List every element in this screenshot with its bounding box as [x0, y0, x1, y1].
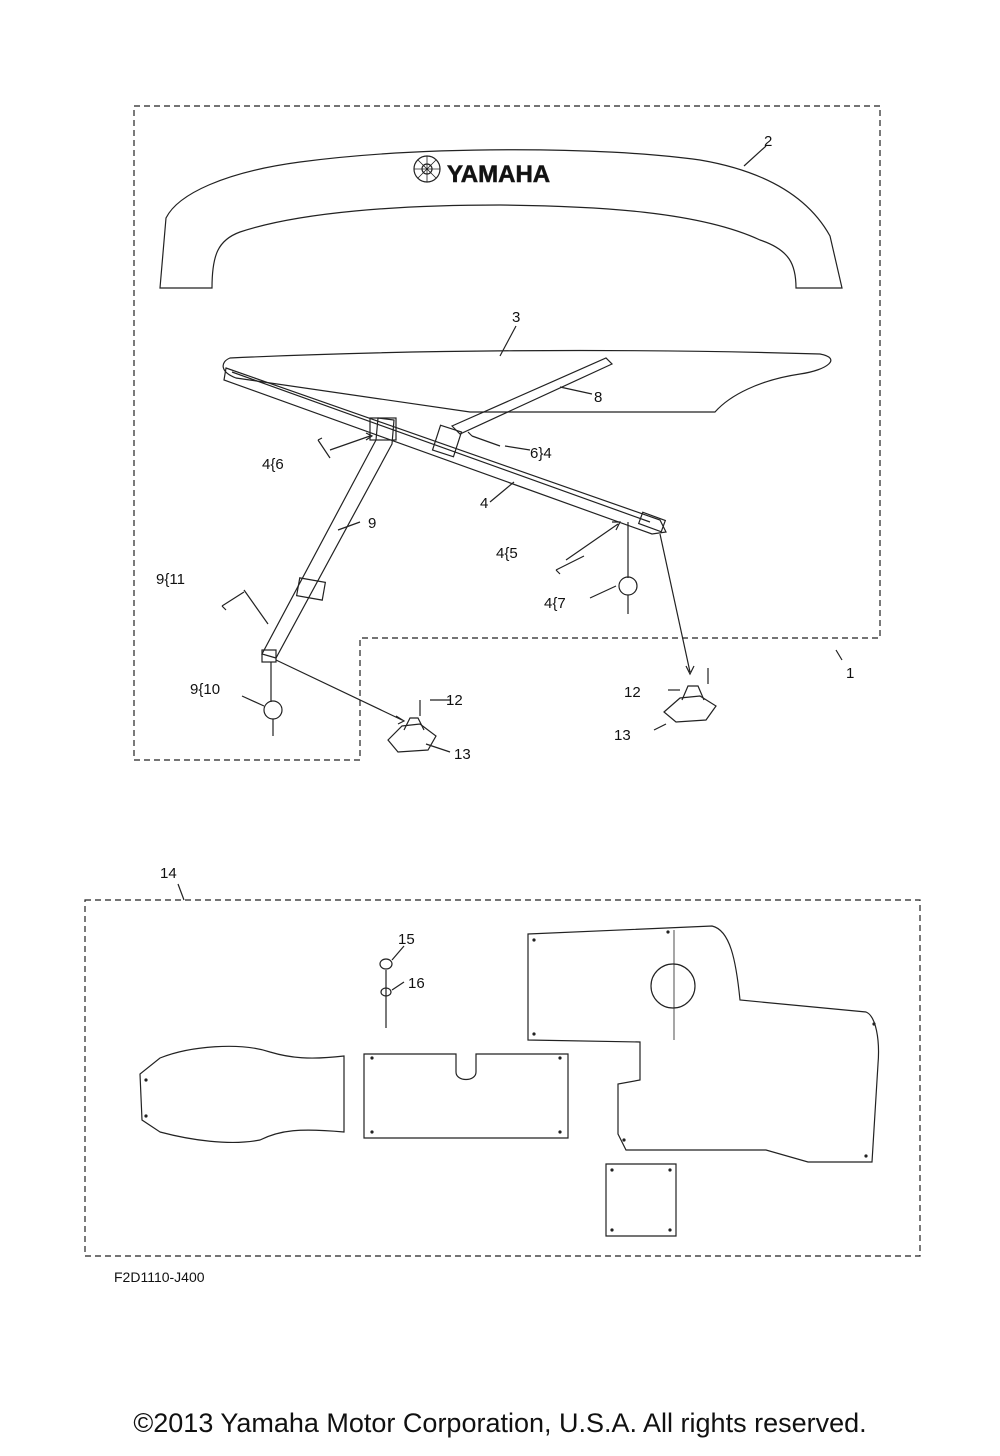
callout-4-7: 4{7 [544, 595, 566, 612]
cross-strut [450, 357, 614, 435]
assembly-14-boundary [84, 899, 921, 1257]
pin-6-4 [467, 431, 501, 447]
pin-9-11 [221, 591, 245, 611]
sun-top-cover [159, 149, 843, 289]
callout-labels: 2 3 8 4{6 6}4 4 9 4{5 9{11 4{7 1 9{10 12… [114, 133, 854, 1285]
callout-15: 15 [398, 931, 415, 948]
frame-tube [223, 367, 667, 535]
callout-16: 16 [408, 975, 425, 992]
callout-4: 4 [480, 495, 488, 512]
callout-4-5: 4{5 [496, 545, 518, 562]
canopy-fabric [222, 349, 832, 413]
callout-8: 8 [594, 389, 602, 406]
callout-2: 2 [764, 133, 772, 150]
callout-4-6: 4{6 [262, 456, 284, 473]
callout-12-right: 12 [624, 684, 641, 701]
callout-3: 3 [512, 309, 520, 326]
callout-13-right: 13 [614, 727, 631, 744]
assembly-1-boundary [133, 105, 881, 761]
mat-small [605, 1163, 677, 1237]
mat-fastener [379, 945, 405, 1028]
callout-1: 1 [846, 665, 854, 682]
diagram-code: F2D1110-J400 [114, 1269, 205, 1285]
callout-9: 9 [368, 515, 376, 532]
pin-4-6 [317, 437, 331, 459]
copyright-notice: ©2013 Yamaha Motor Corporation, U.S.A. A… [133, 1408, 867, 1438]
callout-9-10: 9{10 [190, 681, 220, 698]
mat-main-floor [527, 925, 880, 1163]
callout-6-4: 6}4 [530, 445, 552, 462]
yamaha-logo: YAMAHA [413, 155, 550, 188]
lanyard-pin-9-10 [241, 662, 283, 736]
mat-rear-left [139, 1045, 345, 1144]
mat-mounting-holes [144, 930, 876, 1232]
deck-hinge-right [653, 668, 717, 731]
mat-rear-center [363, 1053, 569, 1139]
callout-9-11: 9{11 [156, 571, 185, 588]
callout-14: 14 [160, 865, 177, 882]
callout-13-left: 13 [454, 746, 471, 763]
pin-4-5 [555, 555, 585, 575]
lanyard-pin-4-7 [589, 522, 638, 614]
deck-hinge-left [387, 699, 451, 753]
svg-text:YAMAHA: YAMAHA [447, 161, 550, 188]
callout-12-left: 12 [446, 692, 463, 709]
